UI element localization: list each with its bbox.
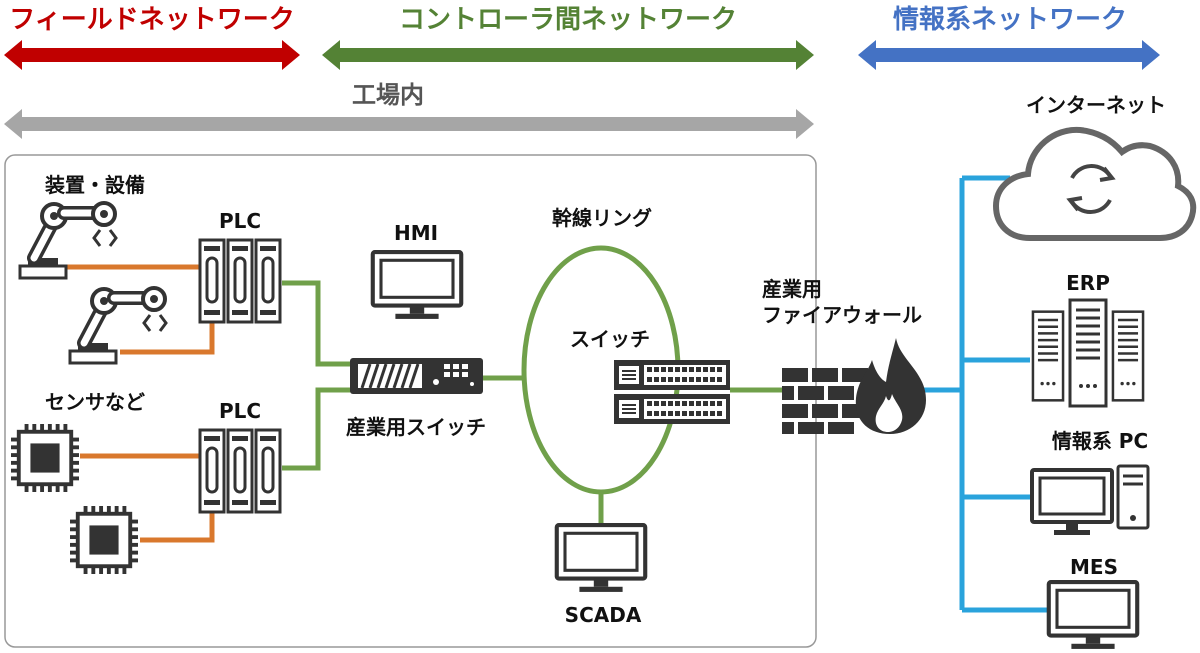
scada-monitor-icon <box>557 525 645 592</box>
internet-cloud-icon <box>992 126 1197 241</box>
plc-icon <box>198 238 282 324</box>
internet-label: インターネット <box>1026 93 1166 117</box>
devices-label: 装置・設備 <box>44 173 145 197</box>
switch-label: スイッチ <box>570 327 650 351</box>
erp-label: ERP <box>1066 271 1110 295</box>
scada-label: SCADA <box>565 603 642 627</box>
mes-label: MES <box>1070 555 1118 579</box>
plc-icon <box>198 428 282 514</box>
controller-network-arrow <box>322 40 814 70</box>
info-wires <box>924 175 1050 613</box>
erp-server-icon <box>1031 298 1145 408</box>
info-network-label: 情報系ネットワーク <box>893 5 1127 35</box>
hmi-monitor-icon <box>373 252 461 319</box>
info-network-arrow <box>858 40 1160 70</box>
factory-scope-arrow <box>4 109 814 139</box>
ring-switch-icon <box>614 360 730 424</box>
firewall-label-line1: 産業用 <box>762 277 822 301</box>
hmi-label: HMI <box>394 221 438 245</box>
industrial-switch-label: 産業用スイッチ <box>346 415 486 439</box>
mes-monitor-icon <box>1049 582 1137 649</box>
firewall-icon <box>782 338 926 434</box>
industrial-switch-icon <box>350 358 483 394</box>
field-wires <box>65 264 215 543</box>
plc-bottom-label: PLC <box>219 399 261 423</box>
factory-scope-label: 工場内 <box>352 81 424 109</box>
sensor-chip-icon <box>70 506 138 574</box>
controller-network-label: コントローラ間ネットワーク <box>399 5 737 35</box>
field-network-arrow <box>4 40 300 70</box>
info-pc-icon <box>1030 464 1150 535</box>
backbone-ring-label: 幹線リング <box>552 206 652 230</box>
sensor-chip-icon <box>11 424 79 492</box>
plc-top-label: PLC <box>219 209 261 233</box>
firewall-label-line2: ファイアウォール <box>762 303 922 327</box>
sensors-label: センサなど <box>45 390 145 414</box>
field-network-label: フィールドネットワーク <box>9 5 294 35</box>
info-pc-label: 情報系 PC <box>1052 429 1148 453</box>
factory-boundary <box>4 154 817 648</box>
